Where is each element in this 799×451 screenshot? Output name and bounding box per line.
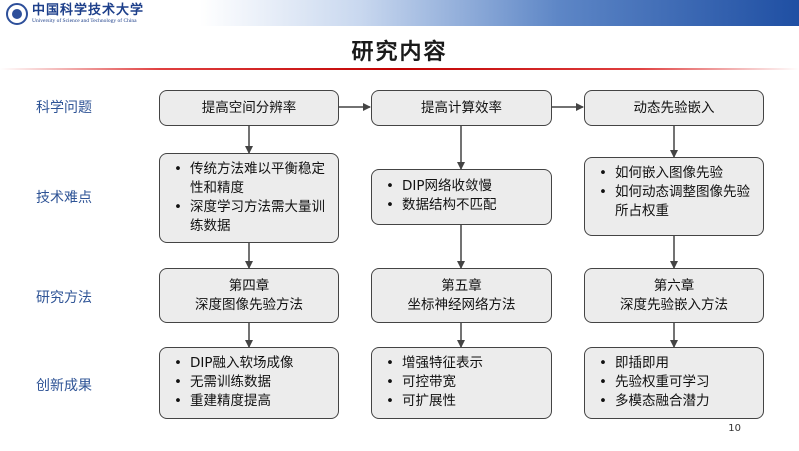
innovation-item: 可扩展性 xyxy=(382,392,551,411)
difficulty-item: 传统方法难以平衡稳定性和精度 xyxy=(170,160,338,198)
row-label-research-method: 研究方法 xyxy=(36,290,92,306)
difficulty-box-col1: 传统方法难以平衡稳定性和精度 深度学习方法需大量训练数据 xyxy=(159,153,339,243)
innovation-item: DIP融入软场成像 xyxy=(170,354,338,373)
innovation-box-col2: 增强特征表示 可控带宽 可扩展性 xyxy=(371,347,552,419)
row-label-innovation: 创新成果 xyxy=(36,378,92,394)
university-logo: 中国科学技术大学 University of Science and Techn… xyxy=(6,3,144,25)
row-label-technical-difficulty: 技术难点 xyxy=(36,190,92,206)
problem-text: 提高计算效率 xyxy=(421,99,502,116)
method-box-chapter5: 第五章 坐标神经网络方法 xyxy=(371,268,552,323)
difficulty-item: 深度学习方法需大量训练数据 xyxy=(170,198,338,236)
innovation-item: 先验权重可学习 xyxy=(595,373,763,392)
innovation-item: 无需训练数据 xyxy=(170,373,338,392)
problem-box-computation-efficiency: 提高计算效率 xyxy=(371,90,552,126)
method-box-chapter4: 第四章 深度图像先验方法 xyxy=(159,268,339,323)
innovation-item: 多模态融合潜力 xyxy=(595,392,763,411)
problem-text: 提高空间分辨率 xyxy=(201,99,297,116)
method-chapter: 第六章 xyxy=(653,277,695,294)
method-name: 深度图像先验方法 xyxy=(195,296,303,313)
page-number: 10 xyxy=(728,423,741,434)
difficulty-item: 如何嵌入图像先验 xyxy=(595,164,763,183)
logo-english-name: University of Science and Technology of … xyxy=(32,17,137,24)
method-chapter: 第五章 xyxy=(441,277,482,294)
difficulty-item: DIP网络收敛慢 xyxy=(382,177,551,196)
method-box-chapter6: 第六章 深度先验嵌入方法 xyxy=(584,268,764,323)
innovation-item: 增强特征表示 xyxy=(382,354,551,373)
header-band xyxy=(0,0,799,26)
problem-box-dynamic-prior: 动态先验嵌入 xyxy=(584,90,764,126)
university-seal-icon xyxy=(6,3,28,25)
difficulty-box-col2: DIP网络收敛慢 数据结构不匹配 xyxy=(371,169,552,225)
title-divider xyxy=(0,68,799,70)
method-name: 深度先验嵌入方法 xyxy=(620,296,728,313)
slide-title: 研究内容 xyxy=(351,40,448,65)
difficulty-box-col3: 如何嵌入图像先验 如何动态调整图像先验所占权重 xyxy=(584,157,764,236)
difficulty-item: 数据结构不匹配 xyxy=(382,196,551,215)
logo-chinese-name: 中国科学技术大学 xyxy=(32,2,145,18)
problem-box-spatial-resolution: 提高空间分辨率 xyxy=(159,90,339,126)
method-chapter: 第四章 xyxy=(228,277,270,294)
innovation-box-col3: 即插即用 先验权重可学习 多模态融合潜力 xyxy=(584,347,764,419)
innovation-item: 即插即用 xyxy=(595,354,763,373)
innovation-item: 可控带宽 xyxy=(382,373,551,392)
problem-text: 动态先验嵌入 xyxy=(633,99,715,116)
innovation-box-col1: DIP融入软场成像 无需训练数据 重建精度提高 xyxy=(159,347,339,419)
innovation-item: 重建精度提高 xyxy=(170,392,338,411)
row-label-science-question: 科学问题 xyxy=(36,100,92,116)
difficulty-item: 如何动态调整图像先验所占权重 xyxy=(595,183,763,221)
method-name: 坐标神经网络方法 xyxy=(407,296,516,313)
